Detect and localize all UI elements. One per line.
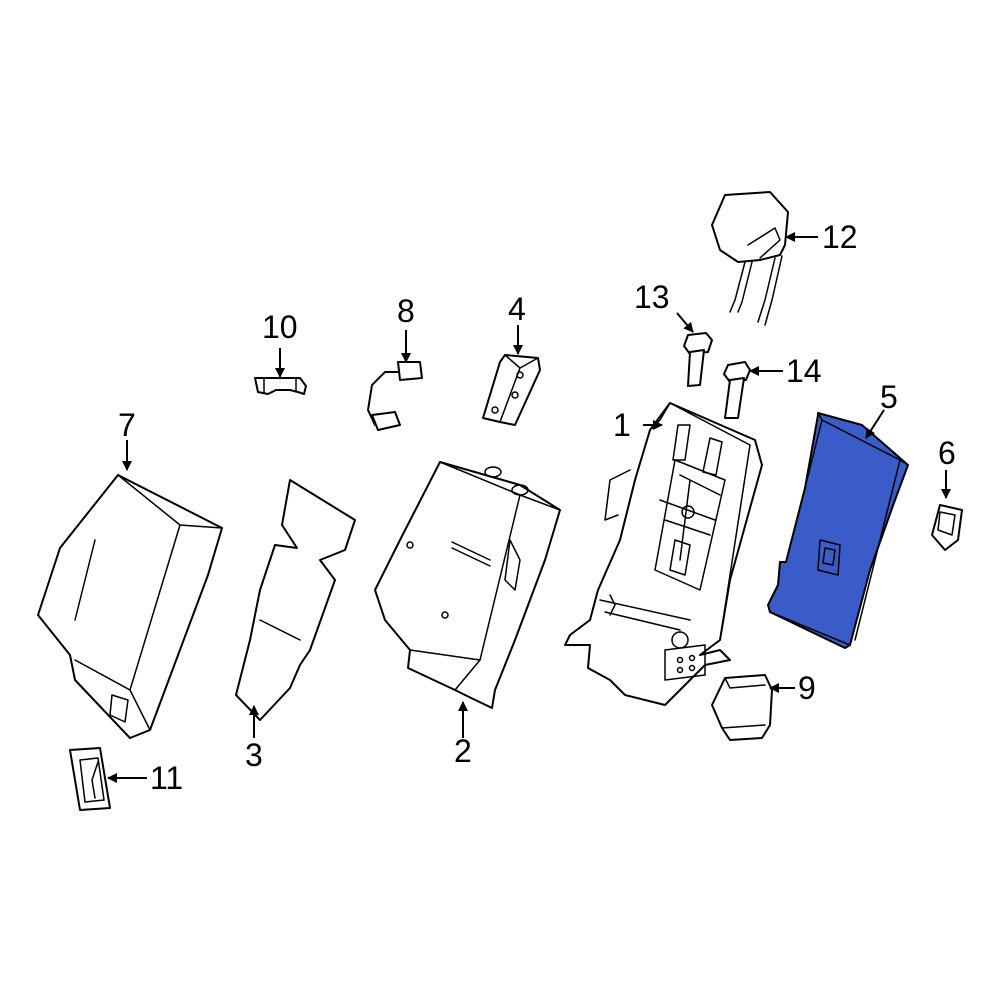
part-10-clip[interactable] — [254, 377, 307, 395]
part-4-bracket[interactable] — [482, 354, 541, 426]
callout-9: 9 — [798, 670, 816, 706]
part-11-bracket[interactable] — [69, 747, 111, 811]
callout-11: 11 — [150, 760, 183, 796]
callout-labels: 1 2 3 4 5 6 7 8 9 10 11 12 13 14 — [118, 219, 956, 796]
callout-10: 10 — [262, 309, 298, 345]
part-12-headrest[interactable] — [711, 191, 789, 326]
callout-12: 12 — [822, 219, 858, 255]
part-6-clip[interactable] — [931, 504, 963, 551]
callout-14: 14 — [786, 353, 822, 389]
part-9-cover[interactable] — [711, 674, 773, 741]
callout-6: 6 — [938, 435, 956, 471]
part-3-pad[interactable] — [235, 479, 356, 721]
callout-1: 1 — [613, 407, 631, 443]
callout-5: 5 — [880, 379, 898, 415]
callout-13: 13 — [634, 279, 670, 315]
part-13-guide[interactable] — [683, 332, 713, 387]
callout-4: 4 — [508, 291, 526, 327]
callout-8: 8 — [397, 293, 415, 329]
callout-3: 3 — [245, 737, 263, 773]
leader-lines — [107, 232, 951, 783]
part-14-guide[interactable] — [723, 361, 751, 419]
part-2-back-panel[interactable] — [374, 461, 561, 709]
part-1-frame[interactable] — [564, 402, 763, 706]
part-8-harness[interactable] — [367, 361, 423, 431]
part-5-back-panel-highlighted[interactable] — [767, 412, 909, 649]
part-7-seat-back-cover[interactable] — [37, 474, 223, 739]
callout-2: 2 — [454, 733, 472, 769]
callout-7: 7 — [118, 407, 136, 443]
